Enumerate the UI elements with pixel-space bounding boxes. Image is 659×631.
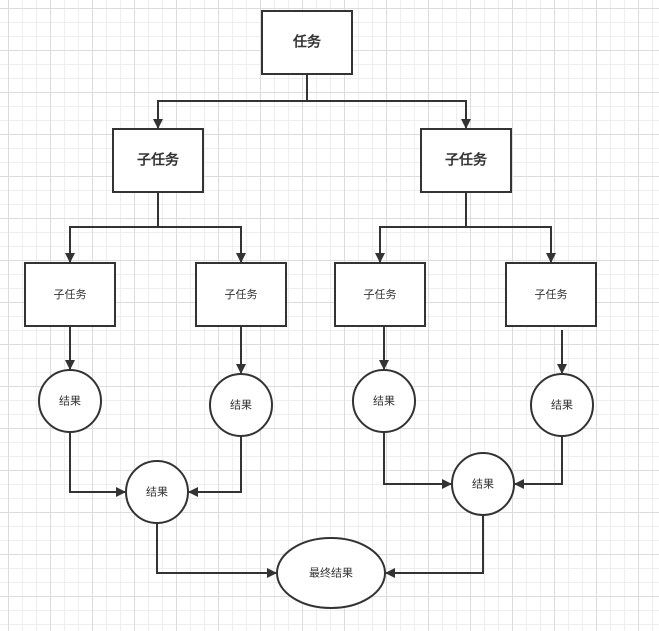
rect-shape [24, 262, 116, 327]
circle-shape [530, 373, 594, 437]
node-label: 任务 [292, 34, 322, 51]
edge-sub-r-to-sub-rr[interactable] [465, 192, 556, 263]
node-label: 结果 [373, 395, 395, 408]
node-label: 结果 [230, 399, 252, 412]
node-label: 子任务 [54, 288, 87, 301]
rect-shape [112, 128, 204, 193]
node-label: 结果 [472, 478, 494, 491]
rect-shape [505, 262, 597, 327]
node-label: 子任务 [535, 288, 568, 301]
node-label: 结果 [551, 399, 573, 412]
node-label: 子任务 [364, 288, 397, 301]
node-label: 结果 [59, 395, 81, 408]
node-res-lr[interactable]: 结果 [209, 373, 273, 437]
edge-sub-l-to-sub-lr[interactable] [157, 192, 246, 263]
node-label: 结果 [146, 486, 168, 499]
node-sub-rr[interactable]: 子任务 [505, 262, 597, 327]
rect-shape [334, 262, 426, 327]
node-label: 子任务 [137, 152, 180, 169]
edge-res-l-to-final[interactable] [156, 523, 277, 578]
edge-res-rl-to-res-r[interactable] [383, 432, 452, 489]
edge-res-lr-to-res-l[interactable] [188, 436, 242, 497]
node-res-l[interactable]: 结果 [125, 460, 189, 524]
rect-shape [261, 10, 353, 75]
nodes-layer: 任务子任务子任务子任务子任务子任务子任务结果结果结果结果结果结果最终结果 [24, 10, 597, 609]
node-label: 子任务 [445, 152, 488, 169]
edge-task-to-sub-l[interactable] [153, 74, 308, 129]
node-label: 子任务 [225, 288, 258, 301]
node-final[interactable]: 最终结果 [276, 537, 386, 609]
node-res-r[interactable]: 结果 [451, 452, 515, 516]
circle-shape [352, 369, 416, 433]
node-res-rr[interactable]: 结果 [530, 373, 594, 437]
node-sub-rl[interactable]: 子任务 [334, 262, 426, 327]
node-sub-ll[interactable]: 子任务 [24, 262, 116, 327]
edge-sub-r-to-sub-rl[interactable] [375, 192, 467, 263]
circle-shape [125, 460, 189, 524]
node-sub-l[interactable]: 子任务 [112, 128, 204, 193]
ellipse-shape [276, 537, 386, 609]
node-res-ll[interactable]: 结果 [38, 369, 102, 433]
rect-shape [420, 128, 512, 193]
node-res-rl[interactable]: 结果 [352, 369, 416, 433]
edge-task-to-sub-r[interactable] [306, 74, 471, 129]
edges-layer [65, 74, 567, 578]
rect-shape [195, 262, 287, 327]
node-sub-r[interactable]: 子任务 [420, 128, 512, 193]
node-label: 最终结果 [309, 566, 353, 580]
circle-shape [451, 452, 515, 516]
node-sub-lr[interactable]: 子任务 [195, 262, 287, 327]
circle-shape [38, 369, 102, 433]
edge-res-ll-to-res-l[interactable] [69, 432, 126, 497]
circle-shape [209, 373, 273, 437]
edge-sub-l-to-sub-ll[interactable] [65, 192, 159, 263]
edge-res-r-to-final[interactable] [385, 515, 484, 578]
node-task[interactable]: 任务 [261, 10, 353, 75]
edge-res-rr-to-res-r[interactable] [514, 436, 563, 489]
